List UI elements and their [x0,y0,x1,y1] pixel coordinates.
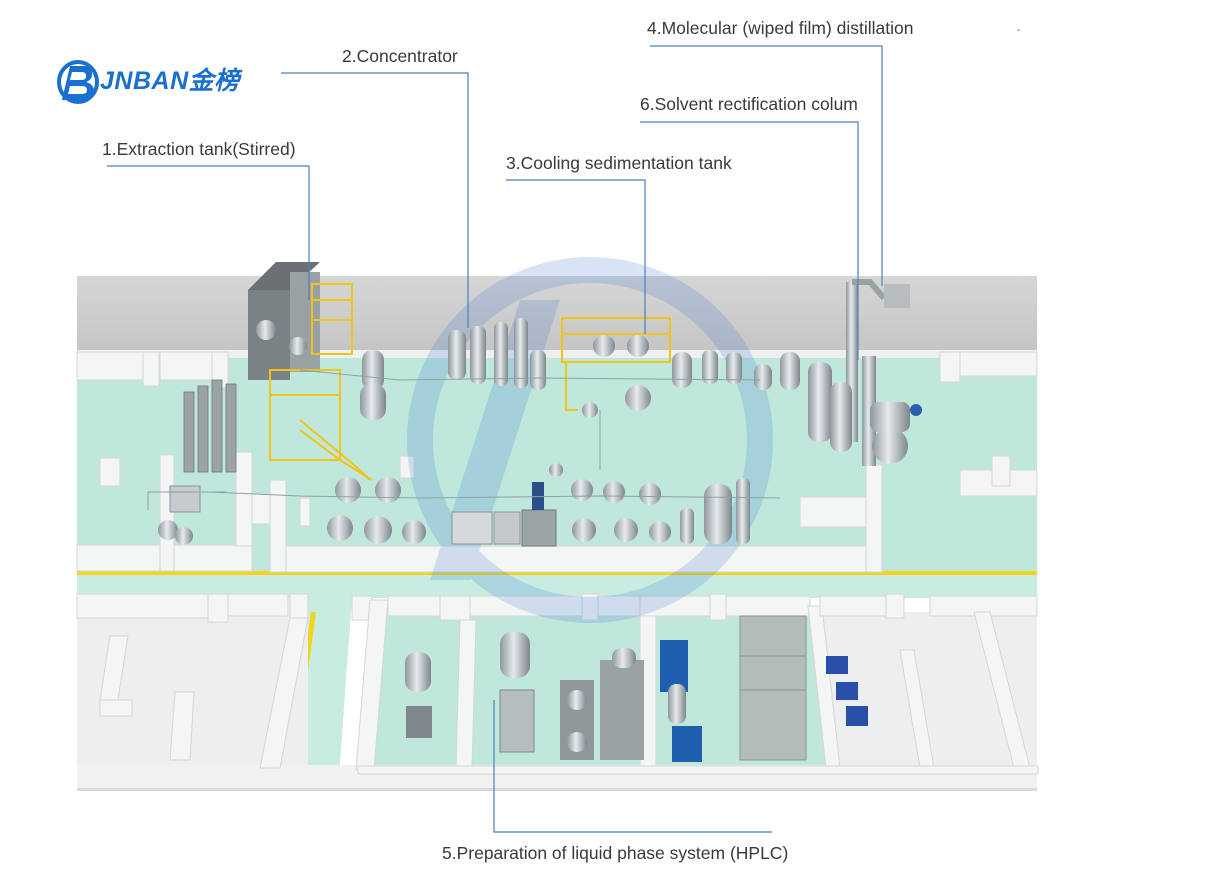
label-concentrator: 2.Concentrator [342,46,458,66]
label-molecular-distillation: 4.Molecular (wiped film) distillation [647,18,914,38]
logo-mark-icon [57,60,99,104]
concentrator-equipment [360,318,546,420]
label-cooling-tank: 3.Cooling sedimentation tank [506,153,732,173]
corridor-stripe [77,571,1037,575]
label-hplc: 5.Preparation of liquid phase system (HP… [442,843,789,863]
front-tank-row [327,463,750,547]
leader-line-hplc [493,700,772,833]
hplc-room-equipment [405,615,868,762]
extraction-tank-equipment [158,262,373,545]
label-extraction-tank: 1.Extraction tank(Stirred) [102,139,296,159]
lower-room-walls [76,593,1039,775]
leader-line-rectification [640,121,859,360]
leader-line-extraction [107,165,310,300]
label-rectification: 6.Solvent rectification colum [640,94,858,114]
leader-line-molecular [650,45,883,286]
leader-line-cooling [506,179,646,334]
logo-wordmark: JNBAN金榜 [100,67,240,95]
pipework [147,369,781,510]
distillation-rectification-equipment [808,279,922,466]
stray-mark: - [1017,25,1021,36]
leader-lines [107,45,883,833]
leader-line-concentrator [281,72,469,328]
hall-walls [76,351,1038,573]
